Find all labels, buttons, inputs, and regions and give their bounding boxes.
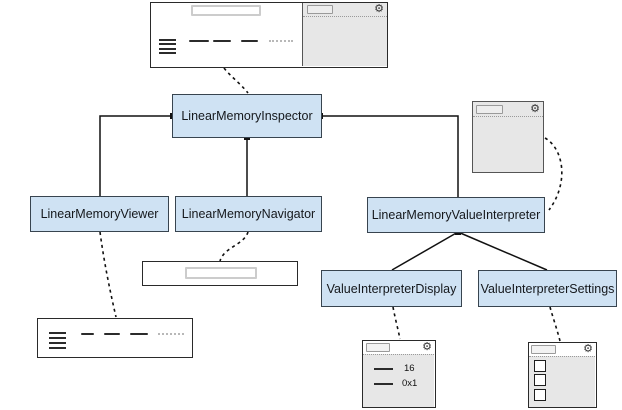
node-label: ValueInterpreterDisplay: [326, 281, 457, 296]
hamburger-line: [159, 52, 176, 54]
gear-icon: ⚙: [422, 341, 432, 353]
value-line: [374, 368, 393, 370]
hamburger-line: [49, 337, 66, 339]
node-label: LinearMemoryInspector: [181, 109, 313, 123]
interpreter-mockup: ⚙: [472, 101, 544, 173]
node-linear-memory-viewer: LinearMemoryViewer: [30, 196, 169, 232]
node-value-interpreter-settings: ValueInterpreterSettings: [478, 270, 617, 307]
hamburger-line: [49, 342, 66, 344]
panel-separator: [473, 116, 543, 117]
byte-dash: [189, 40, 209, 42]
hamburger-line: [159, 48, 176, 50]
inspector-mockup: ⚙: [150, 2, 388, 68]
byte-dash: [104, 333, 120, 335]
settings-mockup: ⚙: [528, 342, 597, 408]
hamburger-line: [49, 347, 66, 349]
hamburger-line: [159, 43, 176, 45]
node-linear-memory-inspector: LinearMemoryInspector: [172, 94, 322, 138]
ascii-dots: [269, 40, 293, 42]
checkbox: [534, 374, 546, 386]
viewer-mockup: [37, 318, 193, 358]
panel-separator: [303, 16, 387, 17]
gear-icon: ⚙: [583, 343, 593, 355]
node-label: ValueInterpreterSettings: [480, 281, 615, 296]
display-mockup-body: 16 0x1: [363, 354, 434, 407]
node-linear-memory-navigator: LinearMemoryNavigator: [175, 196, 322, 232]
navigator-mockup-input: [185, 267, 257, 279]
settings-mockup-input: [531, 345, 556, 354]
inspector-mockup-main-panel: [151, 3, 302, 66]
node-label: LinearMemoryValueInterpreter: [371, 208, 541, 222]
side-panel-input: [307, 5, 333, 14]
byte-dash: [130, 333, 148, 335]
node-linear-memory-value-interpreter: LinearMemoryValueInterpreter: [367, 197, 545, 233]
interpreter-mockup-input: [476, 105, 503, 114]
address-input: [191, 5, 261, 16]
gear-icon: ⚙: [530, 103, 540, 115]
node-label: LinearMemoryNavigator: [181, 207, 316, 221]
hamburger-line: [159, 39, 176, 41]
node-value-interpreter-display: ValueInterpreterDisplay: [321, 270, 462, 307]
checkbox: [534, 360, 546, 372]
checkbox: [534, 389, 546, 401]
value-hex: 0x1: [402, 378, 418, 389]
display-mockup-input: [366, 343, 390, 352]
byte-dash: [213, 40, 231, 42]
value-line: [374, 383, 393, 385]
byte-dash: [241, 40, 258, 42]
node-label: LinearMemoryViewer: [40, 207, 159, 221]
display-mockup: ⚙ 16 0x1: [362, 340, 436, 408]
inspector-mockup-side-panel: ⚙: [302, 3, 387, 66]
byte-dash: [81, 333, 94, 335]
ascii-dots: [158, 333, 184, 335]
gear-icon: ⚙: [374, 3, 384, 15]
settings-mockup-body: [529, 356, 595, 407]
value-decimal: 16: [404, 363, 415, 374]
navigator-mockup: [142, 261, 298, 286]
hamburger-line: [49, 332, 66, 334]
